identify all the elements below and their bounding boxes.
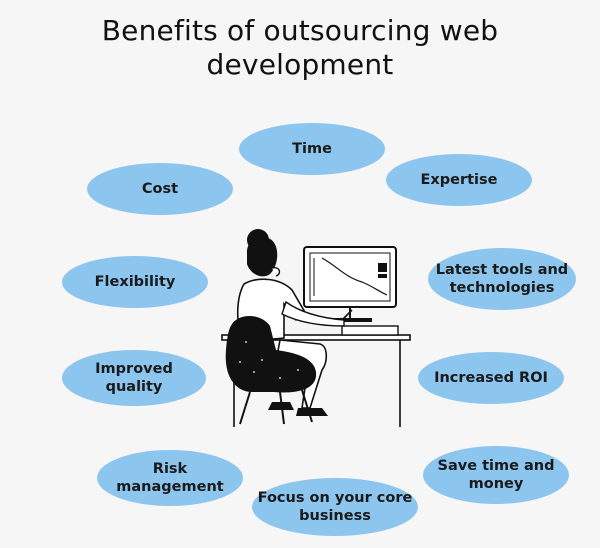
benefit-improved-quality: Improved quality <box>62 350 206 406</box>
title-line-2: development <box>206 48 394 81</box>
benefit-cost: Cost <box>87 163 233 215</box>
benefit-expertise: Expertise <box>386 154 532 206</box>
monitor <box>303 246 399 336</box>
benefit-increased-roi: Increased ROI <box>418 352 564 404</box>
benefit-flexibility: Flexibility <box>62 256 208 308</box>
person-at-computer-illustration <box>221 229 411 427</box>
chair <box>225 315 317 425</box>
benefit-focus-core-business: Focus on your core business <box>252 478 418 536</box>
benefit-latest-tools: Latest tools and technologies <box>428 248 576 310</box>
benefit-time: Time <box>239 123 385 175</box>
benefit-risk-management: Risk management <box>97 450 243 506</box>
page-title: Benefits of outsourcing web development <box>0 14 600 82</box>
title-line-1: Benefits of outsourcing web <box>101 14 499 47</box>
benefit-save-time-money: Save time and money <box>423 446 569 504</box>
